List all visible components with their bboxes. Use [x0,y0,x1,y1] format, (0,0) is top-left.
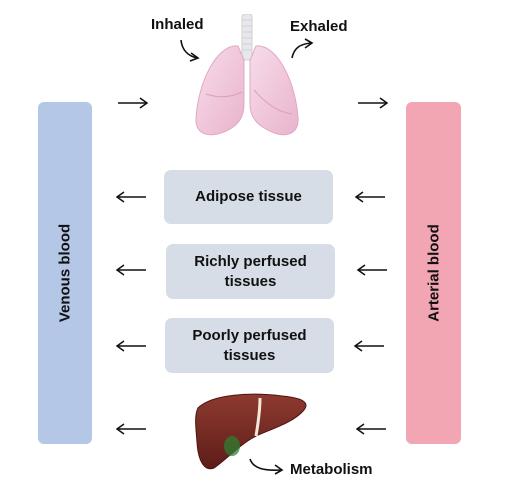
arrow-left-icon [115,191,146,203]
exhale-arrow-icon [291,38,314,59]
arrow-left-icon [355,423,386,435]
metabolism-arrow-icon [249,458,284,475]
metabolism-label: Metabolism [290,461,373,478]
venous-blood-label: Venous blood [56,223,74,323]
tissue-label-line2: tissues [224,272,277,290]
arterial-blood-bar: Arterial blood [406,102,461,444]
inhaled-label: Inhaled [151,16,204,33]
poorly-perfused-tissues-box: Poorly perfused tissues [165,318,334,373]
venous-blood-bar: Venous blood [38,102,92,444]
arrow-left-icon [353,340,384,352]
tissue-label-line1: Richly perfused [194,252,307,270]
arrow-left-icon [115,423,146,435]
tissue-label-line1: Poorly perfused [192,326,307,344]
richly-perfused-tissues-box: Richly perfused tissues [166,244,335,299]
arrow-right-icon [358,97,389,109]
liver-icon [195,393,307,470]
tissue-label-line2: tissues [223,346,276,364]
lungs-icon [195,14,299,136]
arterial-blood-label: Arterial blood [425,224,442,322]
inhale-arrow-icon [180,39,200,62]
arrow-right-icon [118,97,149,109]
adipose-tissue-box: Adipose tissue [164,170,333,224]
arrow-left-icon [356,264,387,276]
exhaled-label: Exhaled [290,18,348,35]
arrow-left-icon [115,340,146,352]
arrow-left-icon [354,191,385,203]
arrow-left-icon [115,264,146,276]
tissue-label-line1: Adipose tissue [195,188,302,205]
